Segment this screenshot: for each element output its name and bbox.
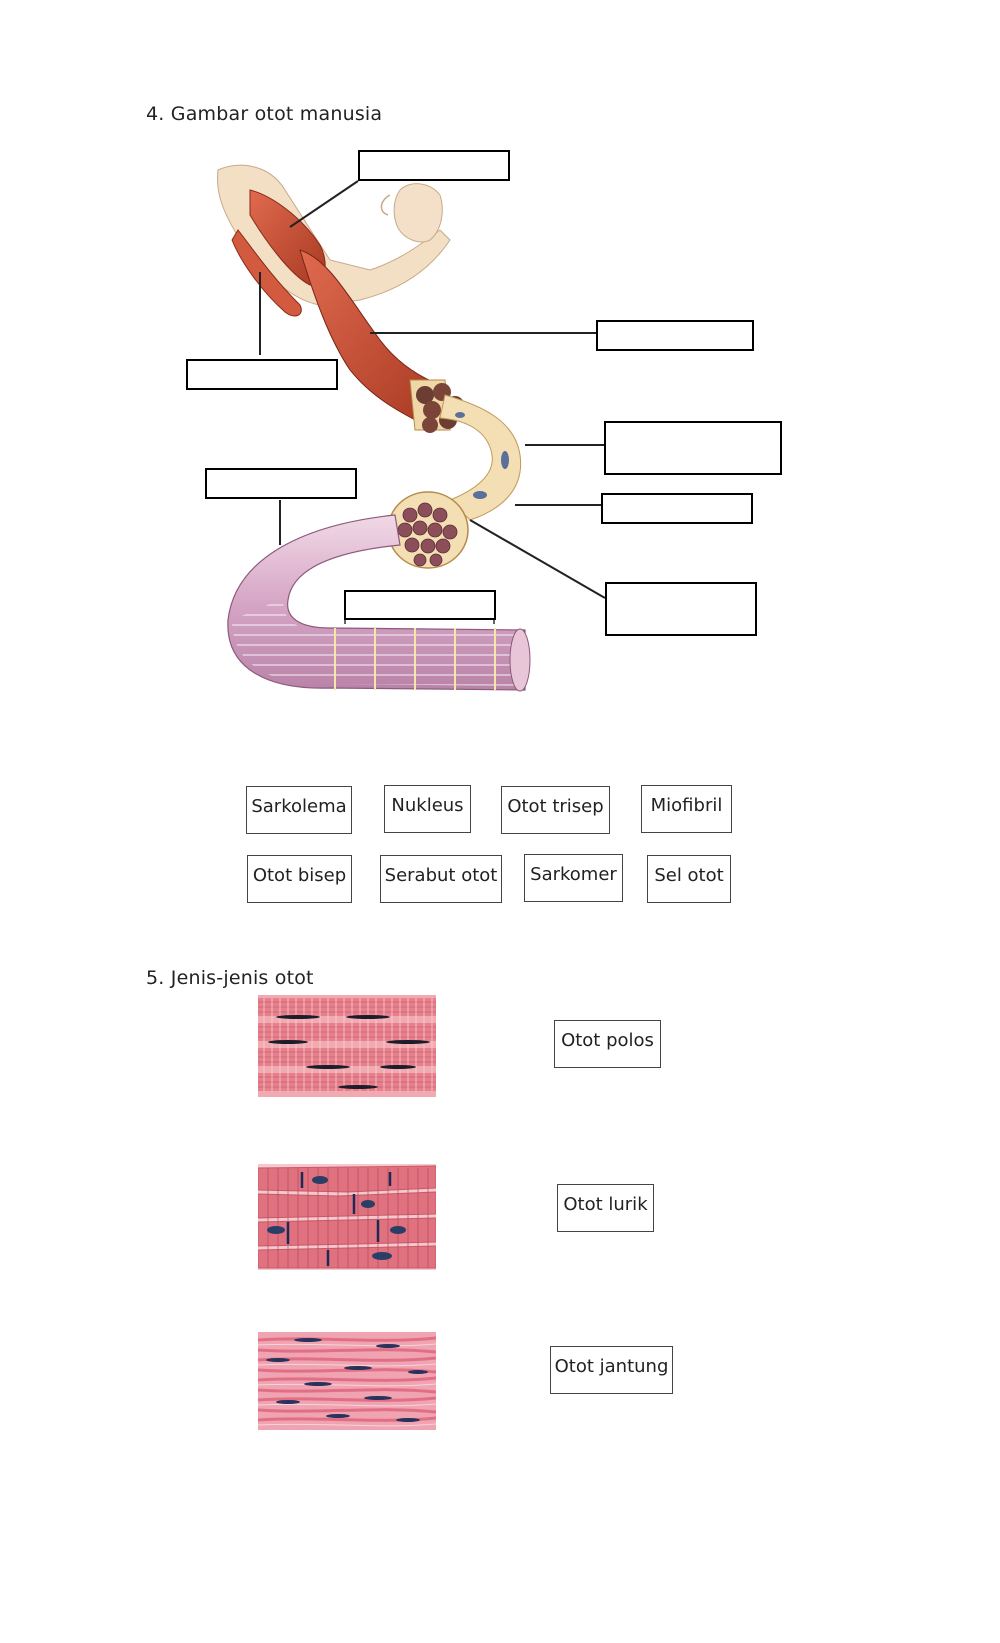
- question-5-title: 5. Jenis-jenis otot: [146, 967, 314, 989]
- word-serabut-otot[interactable]: Serabut otot: [380, 855, 502, 903]
- striated-fibers-image: [258, 995, 436, 1097]
- spindle-smooth-fibers-image: [258, 1332, 436, 1430]
- branched-cardiac-fibers-image: [258, 1164, 436, 1270]
- word-sel-otot[interactable]: Sel otot: [647, 855, 731, 903]
- leader-lines: [259, 180, 606, 599]
- answer-blank-8[interactable]: [605, 582, 757, 636]
- answer-blank-5[interactable]: [205, 468, 357, 499]
- type-label-otot-jantung[interactable]: Otot jantung: [550, 1346, 673, 1394]
- word-sarkolema[interactable]: Sarkolema: [246, 786, 352, 834]
- arm-illustration: [216, 164, 451, 317]
- answer-blank-6[interactable]: [601, 493, 753, 524]
- muscle-fiber-cross-section: [387, 491, 469, 569]
- answer-blank-2[interactable]: [596, 320, 754, 351]
- answer-blank-4[interactable]: [604, 421, 782, 475]
- word-miofibril[interactable]: Miofibril: [641, 785, 732, 833]
- question-4-title: 4. Gambar otot manusia: [146, 103, 383, 125]
- word-sarkomer[interactable]: Sarkomer: [524, 854, 623, 902]
- answer-blank-1[interactable]: [358, 150, 510, 181]
- answer-blank-3[interactable]: [186, 359, 338, 390]
- word-otot-bisep[interactable]: Otot bisep: [247, 855, 352, 903]
- type-label-otot-lurik[interactable]: Otot lurik: [557, 1184, 654, 1232]
- word-otot-trisep[interactable]: Otot trisep: [501, 786, 610, 834]
- word-nukleus[interactable]: Nukleus: [384, 785, 471, 833]
- type-label-otot-polos[interactable]: Otot polos: [554, 1020, 661, 1068]
- muscle-anatomy-diagram: [216, 164, 606, 692]
- answer-blank-7[interactable]: [344, 590, 496, 620]
